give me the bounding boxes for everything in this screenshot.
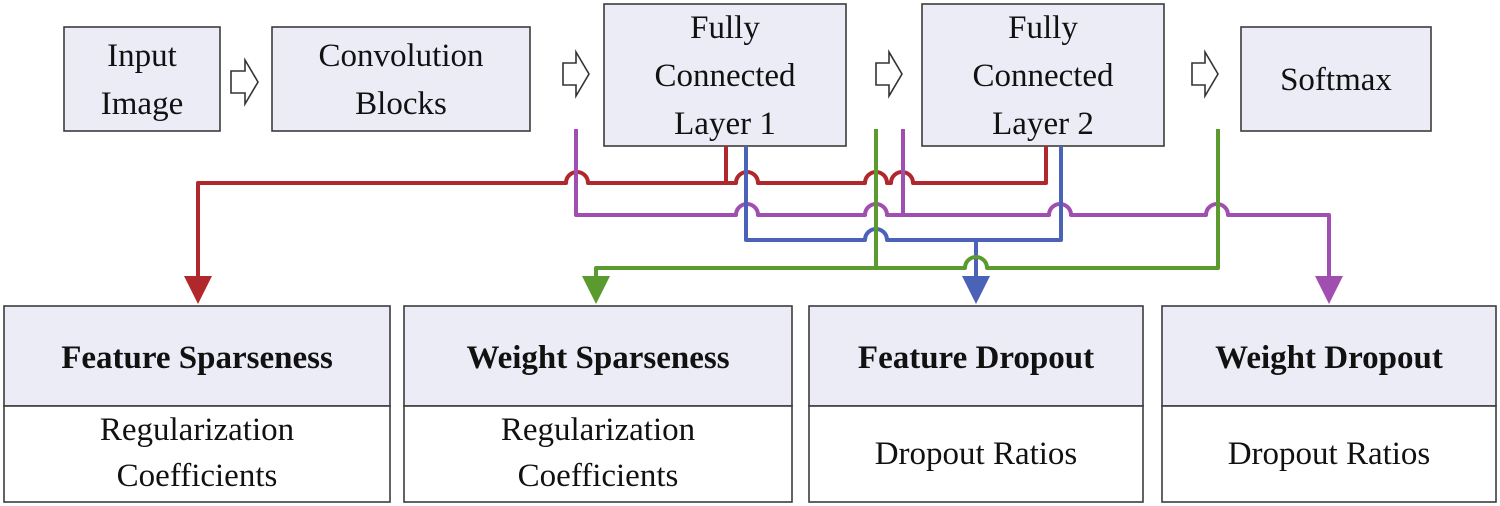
- node-conv-line1: Convolution: [318, 38, 483, 74]
- node-fc1-line2: Connected: [654, 58, 796, 94]
- weight-dropout-arrowhead: [1315, 276, 1343, 304]
- weight-sparseness-arrowhead: [582, 276, 610, 304]
- card-weight-dropout: Weight Dropout Dropout Ratios: [1161, 305, 1497, 503]
- card-feature-sparseness-body-1: Regularization: [100, 412, 294, 448]
- card-weight-dropout-title: Weight Dropout: [1215, 340, 1443, 376]
- card-weight-sparseness-body-2: Coefficients: [518, 458, 679, 494]
- flow-arrow-4: [1191, 49, 1219, 99]
- node-fc2-line1: Fully: [1008, 10, 1078, 46]
- node-softmax-label: Softmax: [1280, 62, 1392, 98]
- feature-dropout-arrowhead: [962, 276, 990, 304]
- card-feature-dropout: Feature Dropout Dropout Ratios: [808, 305, 1144, 503]
- card-feature-sparseness-title: Feature Sparseness: [61, 340, 333, 376]
- node-fully-connected-2: Fully Connected Layer 2: [921, 3, 1165, 147]
- node-fc1-line1: Fully: [690, 10, 760, 46]
- node-conv-line2: Blocks: [355, 86, 447, 122]
- card-weight-sparseness-title: Weight Sparseness: [466, 340, 729, 376]
- flow-arrow-2: [562, 49, 590, 99]
- card-weight-sparseness: Weight Sparseness Regularization Coeffic…: [403, 305, 793, 503]
- weight-dropout-wire: [574, 129, 1331, 286]
- flow-arrow-3: [875, 49, 903, 99]
- card-feature-sparseness: Feature Sparseness Regularization Coeffi…: [3, 305, 391, 503]
- node-convolution-blocks: Convolution Blocks: [271, 26, 531, 132]
- flow-arrow-1: [230, 57, 259, 107]
- node-input-line1: Input: [107, 38, 177, 74]
- feature-sparseness-arrowhead: [184, 276, 212, 304]
- feature-sparseness-wire: [196, 146, 1048, 286]
- node-fully-connected-1: Fully Connected Layer 1: [603, 3, 847, 147]
- card-feature-dropout-title: Feature Dropout: [858, 340, 1094, 376]
- card-weight-dropout-body-1: Dropout Ratios: [1228, 436, 1431, 472]
- card-weight-sparseness-body-1: Regularization: [501, 412, 695, 448]
- weight-sparseness-wire: [594, 129, 1220, 286]
- card-feature-dropout-body-1: Dropout Ratios: [875, 436, 1078, 472]
- node-fc1-line3: Layer 1: [674, 106, 776, 142]
- node-softmax: Softmax: [1240, 26, 1432, 132]
- node-input-image: Input Image: [63, 26, 221, 132]
- card-feature-sparseness-body-2: Coefficients: [117, 458, 278, 494]
- node-input-line2: Image: [101, 86, 183, 122]
- node-fc2-line2: Connected: [972, 58, 1114, 94]
- node-fc2-line3: Layer 2: [992, 106, 1094, 142]
